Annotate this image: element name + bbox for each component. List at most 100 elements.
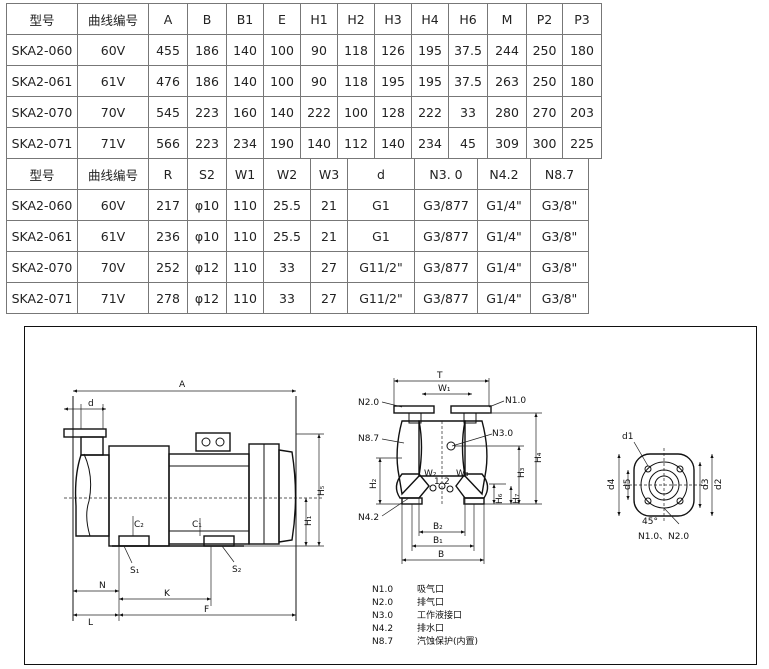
label-n2-0: N2.0 bbox=[358, 398, 379, 408]
table-cell: G3/877 bbox=[414, 220, 478, 252]
table-cell: 33 bbox=[263, 282, 311, 314]
table-cell: 476 bbox=[148, 65, 188, 97]
table-cell: 100 bbox=[263, 65, 301, 97]
legend-desc: 吸气口 bbox=[417, 583, 444, 595]
table-cell: 455 bbox=[148, 34, 188, 66]
label-d2: d2 bbox=[714, 479, 724, 490]
label-d5: d5 bbox=[623, 479, 633, 490]
label-h4: H₄ bbox=[534, 452, 544, 463]
column-header: M bbox=[487, 3, 527, 35]
label-f: F bbox=[204, 605, 209, 615]
label-d1: d1 bbox=[622, 432, 633, 442]
label-b2: B₂ bbox=[433, 522, 443, 532]
table-cell: 195 bbox=[374, 65, 412, 97]
label-n3-0: N3.0 bbox=[492, 429, 513, 439]
label-h3: H₃ bbox=[517, 467, 527, 478]
table-cell: 195 bbox=[411, 65, 449, 97]
table-cell: G3/877 bbox=[414, 189, 478, 221]
table-cell: G3/8" bbox=[530, 189, 589, 221]
port-legend: N1.0 吸气口 N2.0 排气口 N3.0 工作液接口 N4.2 排水口 N8… bbox=[372, 583, 478, 647]
label-num-2: 2 bbox=[444, 477, 450, 487]
column-header: 型号 bbox=[6, 3, 78, 35]
label-d4: d4 bbox=[607, 478, 617, 490]
table-cell: 140 bbox=[300, 127, 338, 159]
table-cell: G11/2" bbox=[347, 251, 415, 283]
column-header: E bbox=[263, 3, 301, 35]
table-cell: 33 bbox=[263, 251, 311, 283]
table-cell: 234 bbox=[226, 127, 264, 159]
table-cell: G1/4" bbox=[477, 282, 531, 314]
legend-code: N1.0 bbox=[372, 585, 393, 595]
label-t: T bbox=[436, 371, 443, 381]
column-header: H6 bbox=[448, 3, 488, 35]
label-h2: H₂ bbox=[369, 478, 379, 489]
table-cell: SKA2-061 bbox=[6, 65, 78, 97]
label-45-degrees: 45° bbox=[642, 517, 658, 527]
label-h7: H₇ bbox=[512, 493, 522, 504]
table-cell: 195 bbox=[411, 34, 449, 66]
table-cell: SKA2-070 bbox=[6, 96, 78, 128]
table-cell: 37.5 bbox=[448, 65, 488, 97]
drawing-frame bbox=[24, 326, 757, 665]
label-c2: C₂ bbox=[134, 520, 144, 530]
column-header: P3 bbox=[562, 3, 602, 35]
table-cell: 33 bbox=[448, 96, 488, 128]
table-cell: 234 bbox=[411, 127, 449, 159]
front-view: T W₁ N2.0 N1.0 N8.7 N3.0 H bbox=[358, 371, 544, 564]
table-cell: 190 bbox=[263, 127, 301, 159]
legend-code: N8.7 bbox=[372, 637, 393, 647]
label-k: K bbox=[164, 589, 171, 599]
column-header: N4.2 bbox=[477, 158, 531, 190]
table-cell: G3/877 bbox=[414, 282, 478, 314]
label-h5: H₅ bbox=[317, 485, 327, 496]
table-cell: 236 bbox=[148, 220, 188, 252]
legend-desc: 汽蚀保护(内置) bbox=[417, 635, 478, 647]
label-b1: B₁ bbox=[433, 536, 443, 546]
pump-dimension-drawing: A d H₅ H₁ C₂ C₁ S₁ S₂ N K L F bbox=[24, 326, 757, 665]
table-cell: 140 bbox=[226, 34, 264, 66]
table-cell: 263 bbox=[487, 65, 527, 97]
table-cell: 203 bbox=[562, 96, 602, 128]
table-cell: 222 bbox=[300, 96, 338, 128]
side-view: A d H₅ H₁ C₂ C₁ S₁ S₂ N K L F bbox=[63, 380, 327, 628]
label-l: L bbox=[88, 618, 93, 628]
table-cell: G3/8" bbox=[530, 282, 589, 314]
column-header: 曲线编号 bbox=[77, 3, 149, 35]
table-cell: 45 bbox=[448, 127, 488, 159]
table-cell: 25.5 bbox=[263, 220, 311, 252]
table-cell: SKA2-071 bbox=[6, 127, 78, 159]
table-cell: 21 bbox=[310, 189, 348, 221]
table-cell: 100 bbox=[337, 96, 375, 128]
table-cell: 270 bbox=[526, 96, 563, 128]
column-header: S2 bbox=[187, 158, 227, 190]
table-cell: 110 bbox=[226, 220, 264, 252]
table-cell: 244 bbox=[487, 34, 527, 66]
label-n4-2: N4.2 bbox=[358, 513, 379, 523]
table-cell: G1/4" bbox=[477, 189, 531, 221]
table-cell: 27 bbox=[310, 282, 348, 314]
table-cell: 309 bbox=[487, 127, 527, 159]
table-cell: 110 bbox=[226, 282, 264, 314]
label-n1-0: N1.0 bbox=[505, 396, 526, 406]
table-cell: G1/4" bbox=[477, 251, 531, 283]
flange-detail: d1 d4 d5 d3 d2 45° N1.0、N2.0 bbox=[607, 432, 724, 542]
table-cell: 126 bbox=[374, 34, 412, 66]
table-cell: SKA2-070 bbox=[6, 251, 78, 283]
column-header: B1 bbox=[226, 3, 264, 35]
table-cell: 278 bbox=[148, 282, 188, 314]
legend-desc: 排气口 bbox=[417, 596, 444, 608]
table-cell: G3/8" bbox=[530, 220, 589, 252]
table-cell: 25.5 bbox=[263, 189, 311, 221]
table-cell: 90 bbox=[300, 65, 338, 97]
table-cell: 222 bbox=[411, 96, 449, 128]
label-d: d bbox=[88, 399, 94, 409]
table-cell: 128 bbox=[374, 96, 412, 128]
column-header: d bbox=[347, 158, 415, 190]
table-cell: G1 bbox=[347, 220, 415, 252]
column-header: A bbox=[148, 3, 188, 35]
